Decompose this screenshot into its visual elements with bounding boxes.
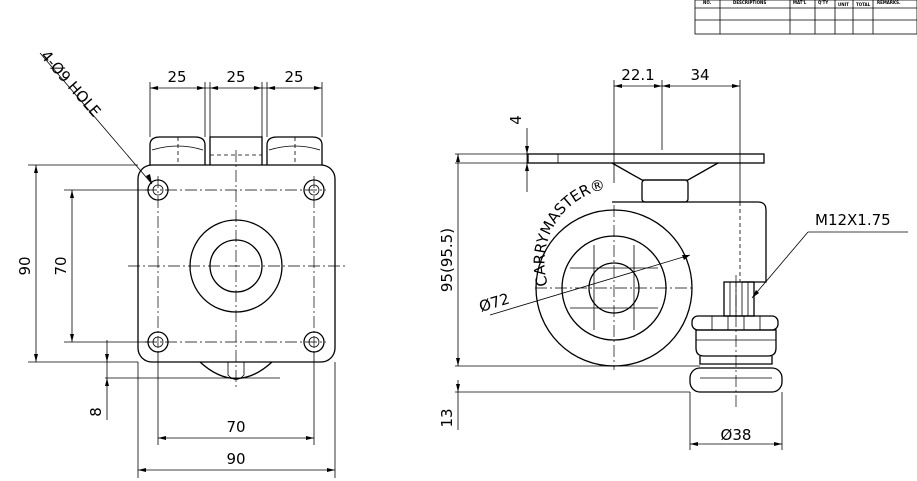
tb-header-qty: Q'TY <box>818 0 828 5</box>
tb-header-no: NO. <box>703 0 712 5</box>
dim-22-1: 22.1 <box>621 66 654 84</box>
dim-width-90: 90 <box>226 450 245 468</box>
tb-header-descriptions: DESCRIPTIONS <box>733 0 766 5</box>
dim-top-25-a: 25 <box>167 68 186 86</box>
dim-34: 34 <box>690 66 709 84</box>
dim-offset-8: 8 <box>87 407 105 417</box>
tb-header-matl: MAT'L <box>793 0 807 5</box>
tb-header-total: TOTAL <box>856 2 871 7</box>
dim-top-25-b: 25 <box>226 68 245 86</box>
dim-wheel-72: Ø72 <box>477 290 512 316</box>
dim-height-95: 95(95.5) <box>438 228 456 292</box>
dim-base-13: 13 <box>438 408 456 427</box>
side-dimensions: 22.1 34 4 95(95.5) 13 Ø72 M12X1.75 Ø38 <box>438 66 908 450</box>
dim-width-70: 70 <box>226 418 245 436</box>
front-dimensions: 25 25 25 4-Ø9 HOLE 90 70 8 70 <box>16 47 336 478</box>
dim-height-90: 90 <box>16 256 34 275</box>
side-view: CARRYMASTER® <box>455 153 783 410</box>
front-view <box>105 136 346 390</box>
dim-thread: M12X1.75 <box>815 211 891 229</box>
tb-header-remarks: REMARKS. <box>877 0 901 5</box>
dim-top-25-c: 25 <box>284 68 303 86</box>
title-block: NO. DESCRIPTIONS MAT'L Q'TY UNIT TOTAL R… <box>694 0 917 35</box>
dim-pad-38: Ø38 <box>721 426 752 444</box>
dim-height-70: 70 <box>52 256 70 275</box>
dim-plate-4: 4 <box>507 115 525 125</box>
tb-header-unit: UNIT <box>838 2 849 7</box>
hole-callout: 4-Ø9 HOLE <box>37 47 104 121</box>
